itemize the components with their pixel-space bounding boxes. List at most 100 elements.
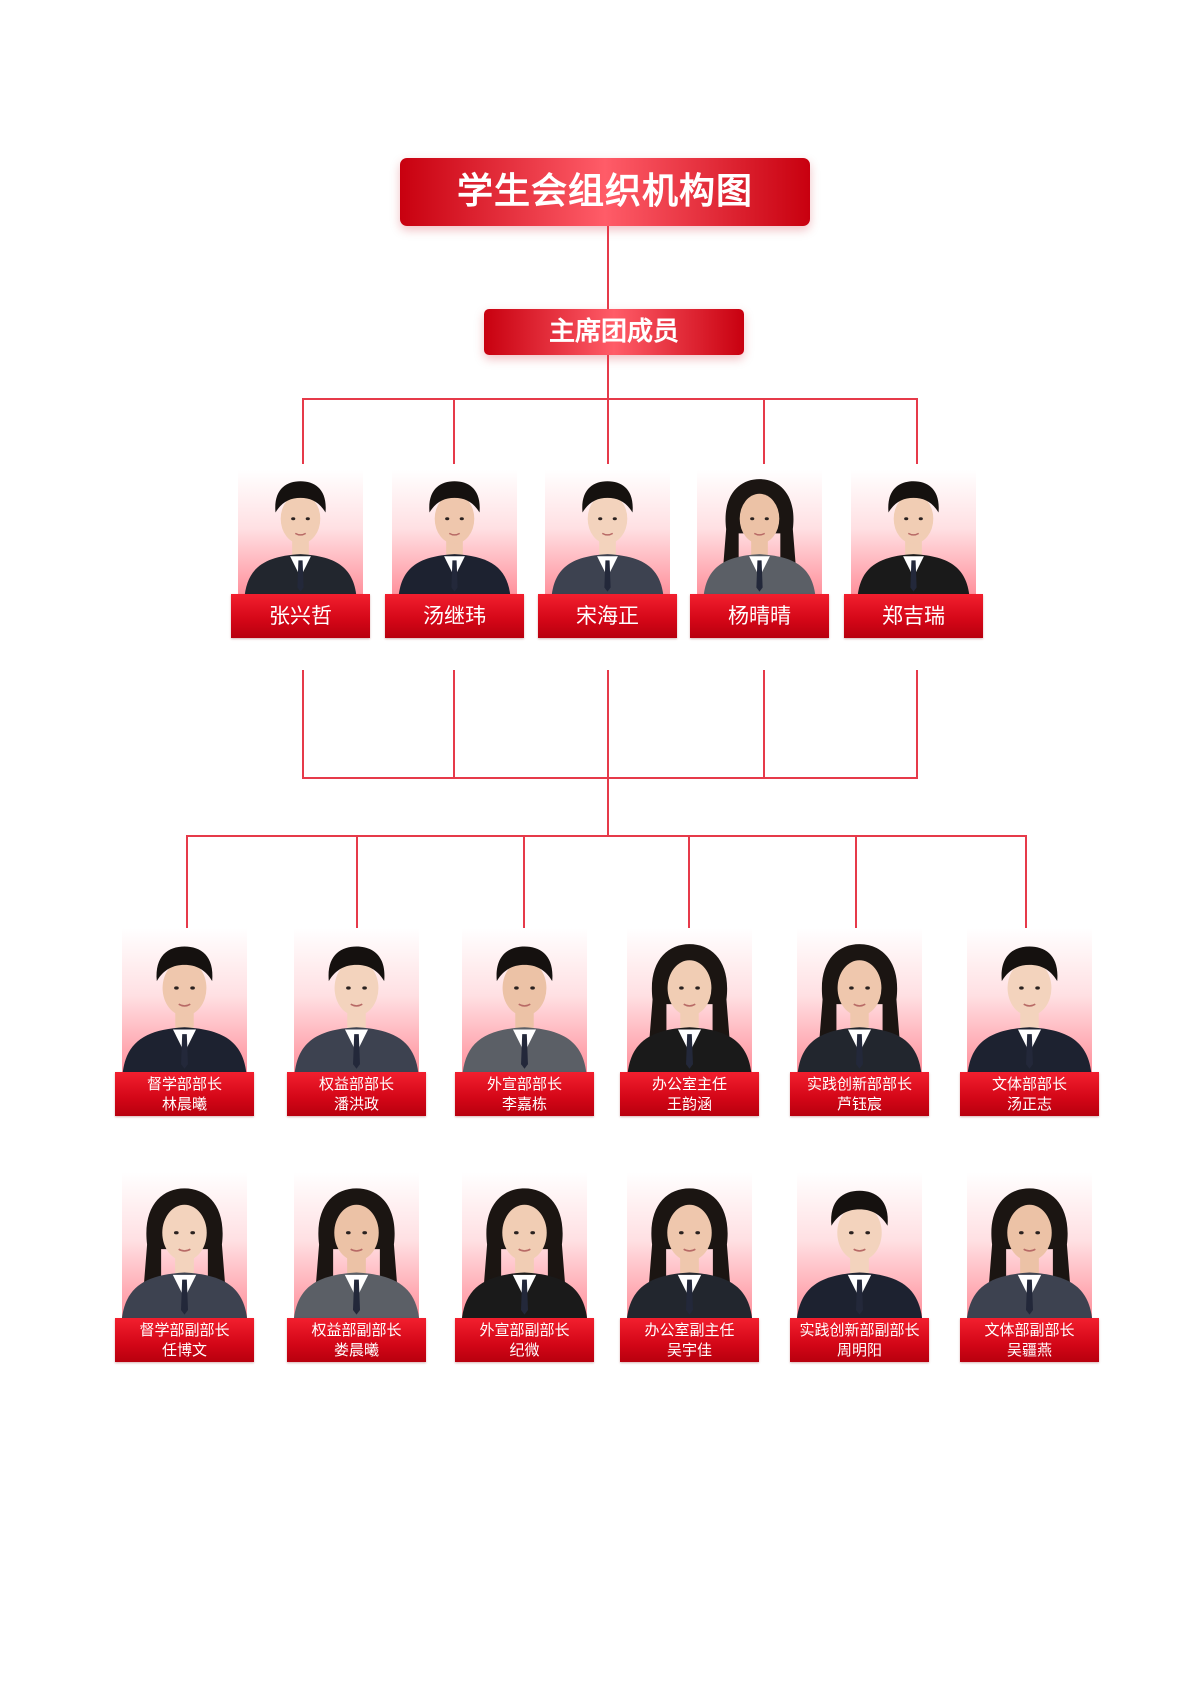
connector-rise: [916, 670, 918, 778]
department-head: 文体部部长汤正志: [960, 928, 1099, 1122]
department-head: 督学部部长林晨曦: [115, 928, 254, 1122]
member-portrait: [122, 1172, 247, 1324]
member-name-plate: 办公室主任王韵涵: [620, 1072, 759, 1116]
member-role: 权益部部长: [318, 1075, 394, 1093]
member-name: 潘洪政: [333, 1095, 379, 1113]
presidium-member: 张兴哲: [231, 470, 370, 644]
connector-drop: [763, 398, 765, 464]
member-portrait: [392, 470, 517, 600]
connector-presidium-bar: [302, 398, 918, 400]
member-portrait: [294, 928, 419, 1078]
member-role: 督学部副部长: [139, 1321, 230, 1339]
member-name: 张兴哲: [269, 604, 332, 628]
member-portrait: [797, 1172, 922, 1324]
member-name-plate: 文体部部长汤正志: [960, 1072, 1099, 1116]
connector-dept-drop: [356, 835, 358, 931]
presidium-member: 郑吉瑞: [844, 470, 983, 644]
member-portrait: [697, 470, 822, 600]
member-role: 外宣部副部长: [479, 1321, 570, 1339]
department-deputy: 外宣部副部长纪微: [455, 1172, 594, 1368]
connector-dept-drop: [186, 835, 188, 931]
department-head: 实践创新部部长芦钰宸: [790, 928, 929, 1122]
member-name-plate: 权益部部长潘洪政: [287, 1072, 426, 1116]
member-name-plate: 杨晴晴: [690, 594, 829, 638]
member-name: 娄晨曦: [333, 1341, 379, 1359]
member-name-plate: 宋海正: [538, 594, 677, 638]
department-deputy: 办公室副主任吴宇佳: [620, 1172, 759, 1368]
member-role: 文体部副部长: [984, 1321, 1075, 1339]
member-name: 周明阳: [836, 1341, 882, 1359]
connector-drop: [453, 398, 455, 464]
member-name-plate: 实践创新部部长芦钰宸: [790, 1072, 929, 1116]
member-name-plate: 权益部副部长娄晨曦: [287, 1318, 426, 1362]
department-deputy: 文体部副部长吴疆燕: [960, 1172, 1099, 1368]
member-portrait: [627, 1172, 752, 1324]
connector-drop: [607, 398, 609, 464]
member-role: 督学部部长: [146, 1075, 222, 1093]
presidium-member: 杨晴晴: [690, 470, 829, 644]
member-role: 权益部副部长: [311, 1321, 402, 1339]
member-portrait: [462, 1172, 587, 1324]
department-head: 办公室主任王韵涵: [620, 928, 759, 1122]
member-name: 林晨曦: [161, 1095, 207, 1113]
member-name: 纪微: [509, 1341, 540, 1359]
member-portrait: [545, 470, 670, 600]
member-role: 办公室主任: [651, 1075, 727, 1093]
member-name-plate: 汤继玮: [385, 594, 524, 638]
member-name: 任博文: [161, 1341, 207, 1359]
connector-drop: [916, 398, 918, 464]
department-head: 外宣部部长李嘉栋: [455, 928, 594, 1122]
connector-departments-stem: [607, 777, 609, 836]
connector-rise: [453, 670, 455, 778]
member-name-plate: 实践创新部副部长周明阳: [790, 1318, 929, 1362]
member-role: 外宣部部长: [486, 1075, 562, 1093]
member-portrait: [797, 928, 922, 1078]
member-name: 李嘉栋: [501, 1095, 547, 1113]
member-name-plate: 外宣部部长李嘉栋: [455, 1072, 594, 1116]
member-portrait: [967, 928, 1092, 1078]
member-name: 吴宇佳: [666, 1341, 712, 1359]
connector-rise: [302, 670, 304, 778]
department-deputy: 实践创新部副部长周明阳: [790, 1172, 929, 1368]
member-name: 郑吉瑞: [882, 604, 945, 628]
connector-dept-drop: [688, 835, 690, 931]
member-name-plate: 郑吉瑞: [844, 594, 983, 638]
connector-title-to-presidium: [607, 226, 609, 309]
connector-rise: [607, 670, 609, 778]
member-portrait: [967, 1172, 1092, 1324]
member-name-plate: 文体部副部长吴疆燕: [960, 1318, 1099, 1362]
connector-rise: [763, 670, 765, 778]
department-deputy: 督学部副部长任博文: [115, 1172, 254, 1368]
presidium-heading: 主席团成员: [484, 309, 744, 355]
member-name: 宋海正: [576, 604, 639, 628]
member-name: 汤正志: [1006, 1095, 1052, 1113]
member-name: 汤继玮: [423, 604, 486, 628]
department-head: 权益部部长潘洪政: [287, 928, 426, 1122]
member-name: 芦钰宸: [836, 1095, 882, 1113]
member-name-plate: 张兴哲: [231, 594, 370, 638]
member-name-plate: 办公室副主任吴宇佳: [620, 1318, 759, 1362]
department-deputy: 权益部副部长娄晨曦: [287, 1172, 426, 1368]
member-portrait: [238, 470, 363, 600]
connector-presidium-stem: [607, 355, 609, 399]
member-portrait: [122, 928, 247, 1078]
member-name-plate: 外宣部副部长纪微: [455, 1318, 594, 1362]
connector-dept-drop: [1025, 835, 1027, 931]
member-role: 办公室副主任: [644, 1321, 735, 1339]
member-name: 杨晴晴: [728, 604, 791, 628]
presidium-member: 汤继玮: [385, 470, 524, 644]
member-portrait: [294, 1172, 419, 1324]
member-portrait: [851, 470, 976, 600]
member-portrait: [627, 928, 752, 1078]
org-chart-title: 学生会组织机构图: [400, 158, 810, 226]
connector-dept-drop: [855, 835, 857, 931]
connector-dept-drop: [523, 835, 525, 931]
member-role: 实践创新部部长: [806, 1075, 912, 1093]
member-role: 文体部部长: [991, 1075, 1067, 1093]
presidium-member: 宋海正: [538, 470, 677, 644]
member-name-plate: 督学部部长林晨曦: [115, 1072, 254, 1116]
member-name: 吴疆燕: [1006, 1341, 1052, 1359]
connector-drop: [302, 398, 304, 464]
member-name-plate: 督学部副部长任博文: [115, 1318, 254, 1362]
connector-departments-bar: [186, 835, 1026, 837]
